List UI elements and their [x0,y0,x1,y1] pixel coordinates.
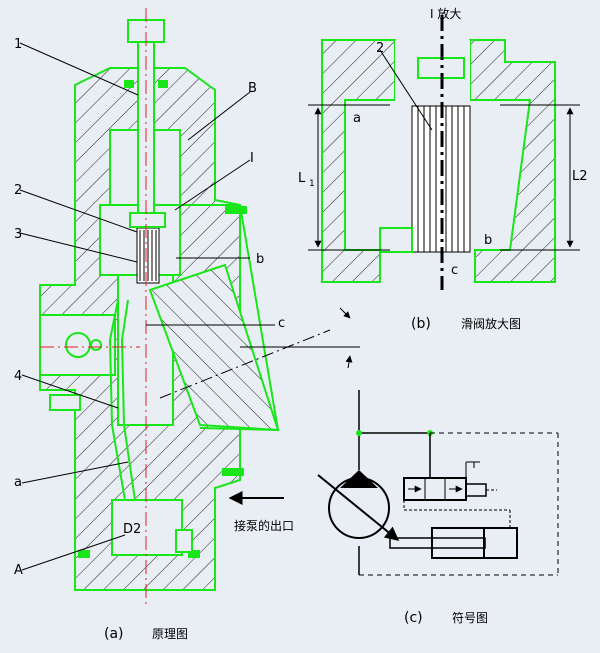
caption-c-text: 符号图 [452,610,488,625]
b-label-c: c [451,263,458,278]
b-label-L1-sub: 1 [309,179,315,189]
channel-a [108,299,126,501]
label-a: a [14,475,22,490]
caption-b-letter: (b) [411,316,431,332]
b-label-2: 2 [376,41,384,56]
cylinder-symbol [431,527,518,559]
bottom-chamber [111,499,183,556]
rod-seal-right [158,80,168,88]
label-b: b [256,252,264,267]
panel-a-principle-drawing: 1 B I 2 3 b c 4 a D2 A 接泵的出口 (a) 原理图 [14,8,360,642]
left-block [39,314,116,376]
label-D2: D2 [123,522,141,537]
panel-c-symbol: (c) 符号图 [317,390,559,626]
b-label-a: a [353,111,361,126]
label-3: 3 [14,227,22,242]
label-c: c [278,316,285,331]
caption-a-text: 原理图 [152,627,188,641]
label-2: 2 [14,183,22,198]
b-right-body [469,39,556,283]
left-plug [49,394,81,411]
leader-lines [19,42,275,571]
label-A: A [14,563,23,578]
caption-c-letter: (c) [404,610,423,626]
cone-outline [180,204,280,432]
spool-head [129,212,166,228]
label-B: B [248,81,257,96]
b-title: I 放大 [430,6,461,21]
b-label-L2: L2 [572,169,588,184]
pump-triangle [340,470,378,488]
caption-b-text: 滑阀放大图 [461,316,521,331]
label-1: 1 [14,37,22,52]
label-I: I [250,151,254,166]
caption-a-letter: (a) [104,626,124,642]
panel-b-spool-enlarged: I 放大 2 a L 1 L2 b c (b) 滑阀放大图 [298,6,588,332]
label-4: 4 [14,369,22,384]
pump-outlet-label: 接泵的出口 [234,518,294,533]
rod-seal-left [124,80,134,88]
bottom-plug [175,529,193,553]
centerline-diagonal [159,329,331,399]
b-label-L1: L [298,171,306,186]
b-label-b: b [484,233,492,248]
